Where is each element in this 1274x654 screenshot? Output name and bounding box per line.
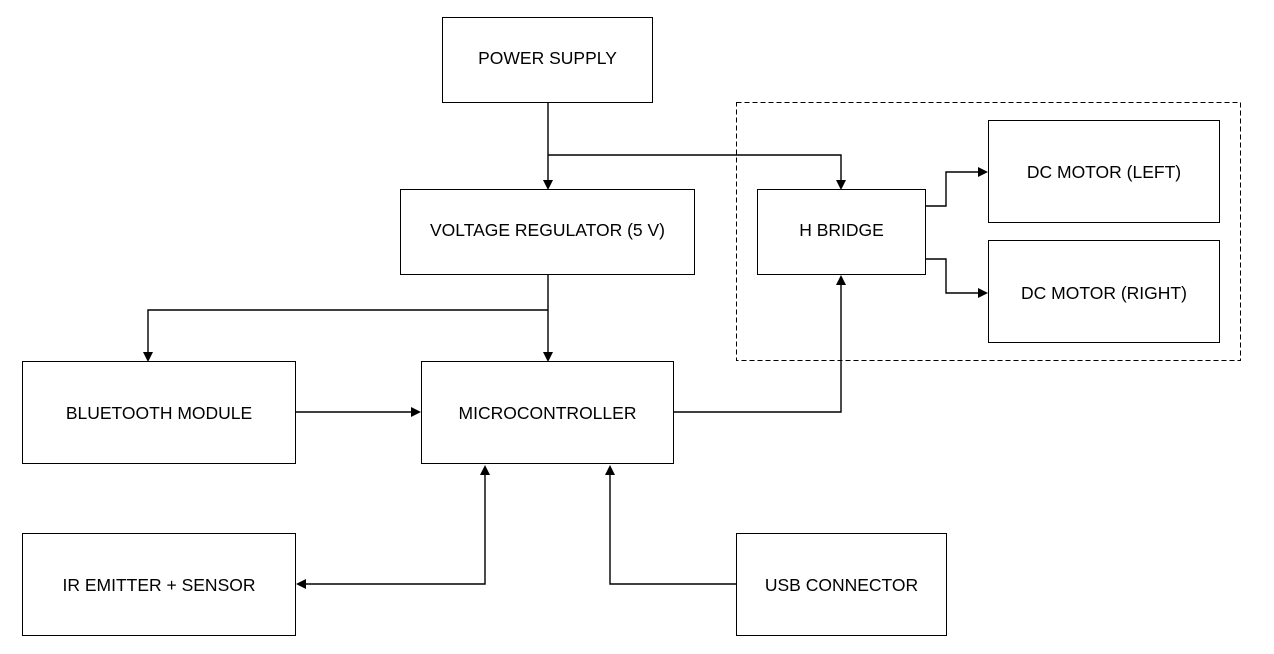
arrowhead-into-microcontroller-left: [411, 407, 421, 417]
microcontroller-block: MICROCONTROLLER: [421, 361, 674, 464]
dc-motor-right-label: DC MOTOR (RIGHT): [1021, 283, 1187, 303]
arrowhead-into-bluetooth: [143, 352, 153, 362]
arrowhead-into-regulator: [543, 180, 553, 190]
microcontroller-label: MICROCONTROLLER: [459, 403, 637, 423]
usb-connector-block: USB CONNECTOR: [736, 533, 947, 636]
dc-motor-left-label: DC MOTOR (LEFT): [1027, 162, 1181, 182]
dc-motor-left-block: DC MOTOR (LEFT): [988, 120, 1220, 223]
power-supply-label: POWER SUPPLY: [478, 48, 617, 68]
ir-emitter-sensor-block: IR EMITTER + SENSOR: [22, 533, 296, 636]
arrowhead-into-motor-left: [978, 167, 988, 177]
motor-driver-group: [736, 102, 1241, 361]
voltage-regulator-block: VOLTAGE REGULATOR (5 V): [400, 189, 695, 275]
connector-power-to-hbridge: [548, 154, 842, 181]
arrowhead-into-hbridge-top: [836, 180, 846, 190]
arrowhead-into-motor-right: [978, 288, 988, 298]
connector-hbridge-to-motor-right: [925, 258, 979, 294]
arrowhead-into-microcontroller-bottom-right: [605, 465, 615, 475]
bluetooth-module-label: BLUETOOTH MODULE: [66, 403, 252, 423]
voltage-regulator-label: VOLTAGE REGULATOR (5 V): [430, 220, 665, 240]
connector-microcontroller-to-hbridge: [673, 284, 842, 413]
arrowhead-into-microcontroller-top: [543, 352, 553, 362]
ir-emitter-sensor-label: IR EMITTER + SENSOR: [62, 575, 255, 595]
arrowhead-into-microcontroller-bottom-left: [480, 465, 490, 475]
h-bridge-label: H BRIDGE: [799, 220, 884, 240]
bluetooth-module-block: BLUETOOTH MODULE: [22, 361, 296, 464]
connector-usb-to-microcontroller: [609, 474, 736, 585]
arrowhead-into-ir-sensor: [296, 579, 306, 589]
dc-motor-right-block: DC MOTOR (RIGHT): [988, 240, 1220, 343]
usb-connector-label: USB CONNECTOR: [765, 575, 918, 595]
arrowhead-into-hbridge-bottom: [836, 275, 846, 285]
connector-hbridge-to-motor-left: [925, 171, 979, 207]
h-bridge-block: H BRIDGE: [757, 189, 926, 275]
power-supply-block: POWER SUPPLY: [442, 17, 653, 103]
connector-microcontroller-to-ir: [305, 474, 486, 585]
connector-regulator-to-bluetooth: [147, 309, 548, 353]
